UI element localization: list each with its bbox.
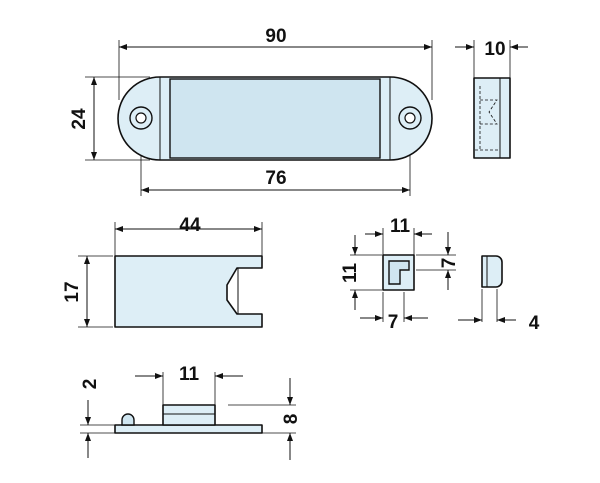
dim-depth: 10 [484,39,505,60]
dim-plate-thickness: 2 [80,379,101,390]
dim-front-height: 17 [62,281,83,302]
dim-height: 24 [69,108,90,130]
dim-hole-spacing: 76 [265,168,286,189]
catch-plate-outline [114,255,263,328]
magnet-center-panel [169,78,381,159]
top-view: 90 24 76 [69,26,433,196]
cap-detail: 4 [458,255,540,334]
side-view: 10 [455,39,528,159]
dim-block-width: 11 [179,364,200,385]
magnet-block [162,404,216,426]
dim-width: 44 [179,215,201,236]
cap-outline [481,255,503,288]
bump [121,413,135,426]
clip-detail: 11 11 7 7 [340,216,460,333]
base-plate [114,424,263,434]
dim-clip-left-height: 11 [340,263,361,284]
dim-clip-right-height: 7 [439,258,460,269]
dim-cap-thickness: 4 [529,313,540,334]
side-profile [473,77,511,159]
bottom-view: 11 2 8 [80,364,302,460]
dim-clip-bottom-width: 7 [388,312,399,333]
dim-total-height: 8 [281,414,302,425]
front-view: 44 17 [62,215,263,328]
dim-clip-top-width: 11 [390,216,411,237]
dim-length: 90 [265,26,286,47]
